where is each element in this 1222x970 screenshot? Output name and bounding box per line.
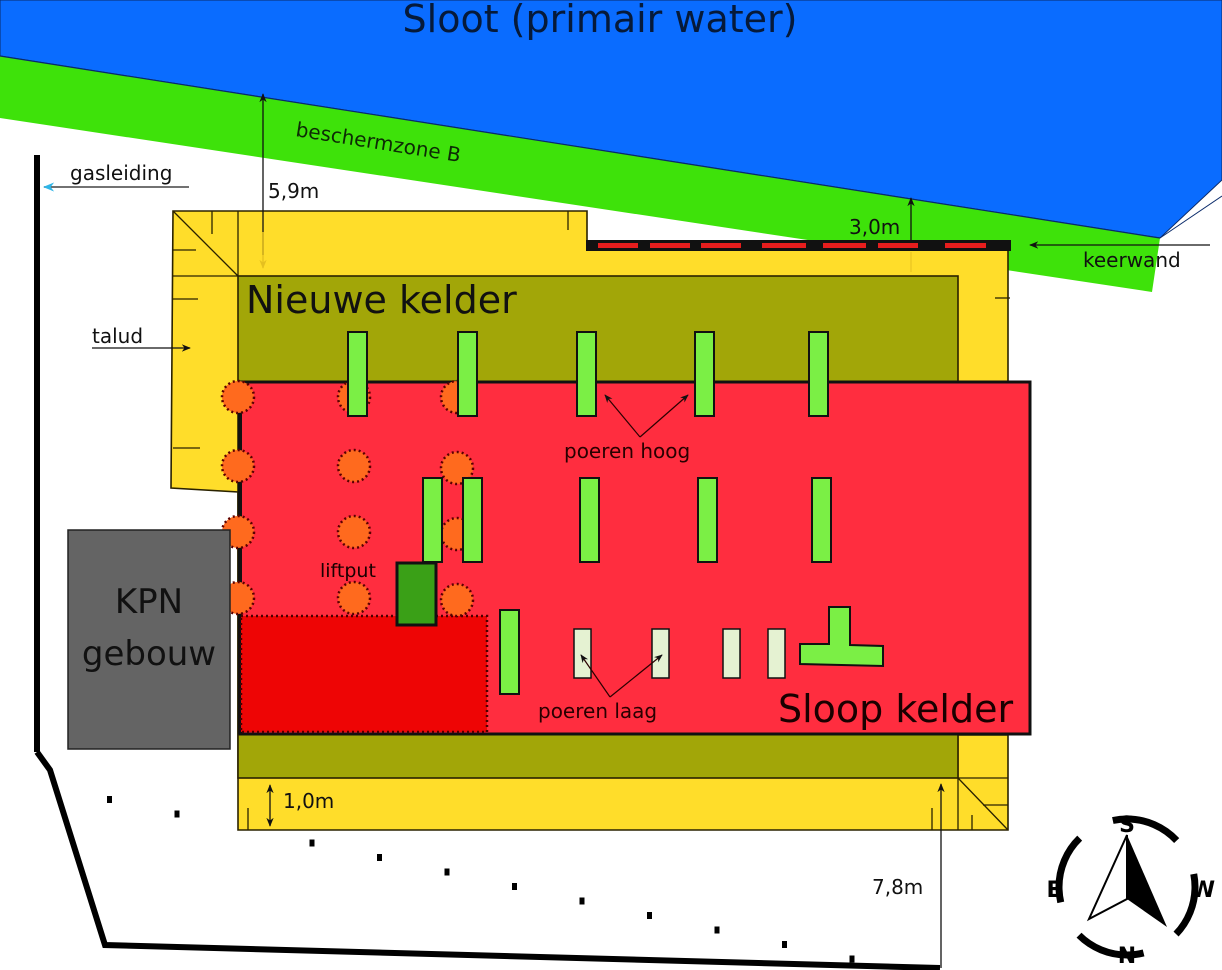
old-basement-label: Sloop kelder: [778, 687, 1013, 731]
new-basement-label: Nieuwe kelder: [246, 278, 517, 322]
compass-needle-light: [1086, 834, 1128, 922]
piles-low-group: [573, 628, 786, 679]
pile-high: [347, 331, 368, 417]
dark-red-zone: [239, 614, 489, 734]
pile-high: [422, 477, 443, 563]
dim-5-9m-label: 5,9m: [268, 179, 319, 203]
wall-dash: [650, 243, 690, 248]
talud-label: talud: [92, 324, 143, 348]
compass-rose: S N E W: [1046, 813, 1215, 969]
water-label: Sloot (primair water): [403, 0, 798, 41]
compass-bottom-label: N: [1118, 944, 1136, 969]
boundary-dot: [714, 926, 720, 934]
pile-high: [694, 331, 715, 417]
retaining-wall-dashes: [598, 243, 986, 248]
wall-dash: [762, 243, 806, 248]
pile-low: [722, 628, 741, 679]
wall-dash: [701, 243, 741, 248]
boundary-dot: [377, 854, 382, 861]
compass-left-label: E: [1046, 878, 1061, 903]
gas-label: gasleiding: [70, 161, 172, 185]
lift-label: liftput: [320, 560, 376, 582]
dim-1-0m-label: 1,0m: [283, 789, 334, 813]
piles-low-label: poeren laag: [538, 699, 657, 723]
pile-high: [808, 331, 829, 417]
round-pile: [336, 514, 372, 550]
pile-high: [499, 609, 520, 695]
wall-dash: [823, 243, 866, 248]
retaining-wall-label: keerwand: [1083, 248, 1181, 272]
pile-high: [457, 331, 478, 417]
compass-needle-dark: [1127, 835, 1167, 927]
lift-shaft: [395, 561, 438, 627]
pile-high: [576, 331, 597, 417]
boundary-line: [34, 750, 941, 970]
boundary-dot: [444, 868, 450, 876]
boundary-dot: [782, 941, 787, 948]
pile-low: [573, 628, 592, 679]
dim-3-0m-label: 3,0m: [849, 215, 900, 239]
piles-high-group: [347, 331, 832, 695]
kpn-label-line1: KPN: [115, 582, 183, 622]
compass-top-label: S: [1119, 813, 1135, 838]
wall-dash: [878, 243, 918, 248]
wall-dash: [598, 243, 638, 248]
piles-high-label: poeren hoog: [564, 439, 690, 463]
pile-high: [811, 477, 832, 563]
water-area: [0, 0, 1222, 239]
boundary-dot: [647, 912, 652, 919]
pile-high: [697, 477, 718, 563]
compass-right-label: W: [1191, 878, 1215, 903]
dim-7-8m-label: 7,8m: [872, 875, 923, 899]
protection-zone: [0, 56, 1160, 292]
round-pile: [439, 450, 475, 486]
kpn-building: [67, 529, 231, 750]
wall-dash: [945, 243, 986, 248]
pile-low: [767, 628, 786, 679]
boundary-dot: [512, 883, 517, 890]
round-pile: [439, 582, 475, 618]
t-shaped-pile: [799, 606, 884, 668]
boundary-dot: [849, 955, 855, 963]
boundary-dot: [309, 839, 315, 847]
pile-low: [651, 628, 670, 679]
boundary-dot: [107, 796, 112, 803]
round-pile: [220, 448, 256, 484]
kpn-label-line2: gebouw: [82, 634, 216, 674]
pile-high: [579, 477, 600, 563]
dotted-boundary-line: [107, 796, 855, 963]
round-pile: [336, 580, 372, 616]
pile-high: [462, 477, 483, 563]
round-pile: [336, 448, 372, 484]
boundary-dot: [174, 810, 180, 818]
boundary-dot: [579, 897, 585, 905]
round-pile: [220, 379, 256, 415]
